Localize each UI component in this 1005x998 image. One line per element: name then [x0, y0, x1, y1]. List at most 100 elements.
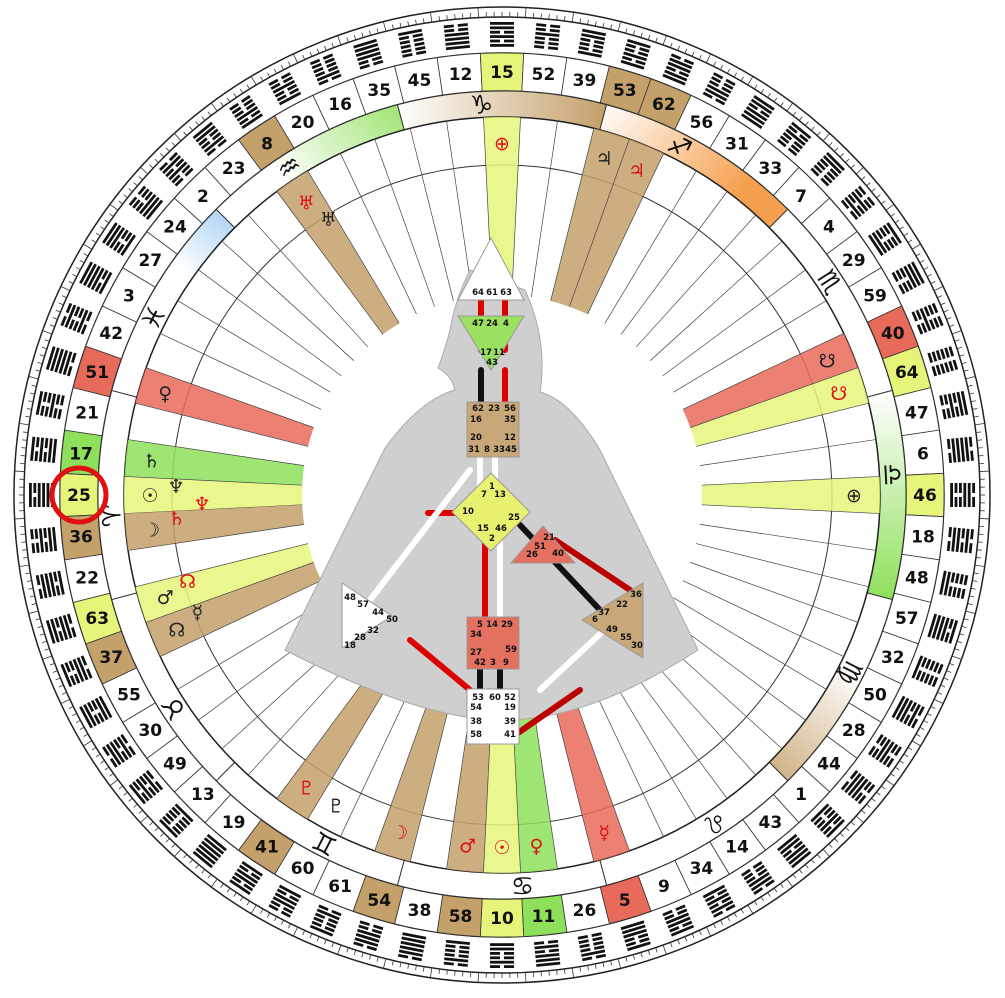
- degree-tick: [83, 253, 89, 257]
- degree-tick: [123, 791, 128, 796]
- spoke-band-25: [123, 476, 303, 514]
- degree-tick: [49, 663, 55, 666]
- degree-tick: [31, 384, 37, 387]
- gate-number: 4: [823, 218, 835, 238]
- center-gate-number: 38: [470, 717, 482, 727]
- degree-tick: [399, 962, 402, 968]
- degree-tick: [273, 68, 278, 74]
- degree-tick: [876, 791, 881, 796]
- degree-tick: [91, 239, 97, 243]
- degree-tick: [816, 854, 821, 859]
- center-gate-number: 25: [508, 513, 520, 523]
- degree-tick: [647, 35, 651, 41]
- degree-tick: [39, 354, 45, 357]
- degree-tick: [361, 32, 364, 38]
- degree-tick: [55, 677, 61, 681]
- degree-tick: [42, 330, 53, 335]
- degree-tick: [754, 900, 758, 906]
- hexagram-icon: [577, 932, 607, 962]
- degree-tick: [316, 48, 320, 54]
- gate-number: 18: [911, 527, 935, 547]
- degree-tick: [970, 587, 976, 590]
- degree-tick: [866, 182, 871, 187]
- spoke-band-40: [682, 333, 858, 428]
- gate-number: 21: [75, 403, 99, 423]
- center-gate-number: 11: [493, 348, 505, 358]
- center-gate-number: 43: [486, 358, 498, 368]
- gate-number: 63: [85, 609, 109, 629]
- degree-tick: [963, 369, 969, 372]
- gate-number: 30: [138, 721, 162, 741]
- gate-number: 61: [328, 877, 352, 897]
- center-gate-number: 36: [630, 590, 642, 600]
- center-gate-number: 4: [503, 319, 509, 329]
- center-gate-number: 23: [488, 404, 500, 414]
- center-gate-number: 51: [534, 542, 546, 552]
- degree-tick: [890, 773, 895, 777]
- spoke-band-41: [276, 655, 400, 820]
- degree-tick: [220, 883, 224, 888]
- degree-tick: [160, 153, 165, 158]
- center-gate-number: 55: [620, 633, 632, 643]
- degree-tick: [302, 930, 306, 936]
- zodiac-glyph: ♑: [469, 90, 494, 121]
- center-gate-number: 47: [472, 319, 484, 329]
- degree-tick: [154, 827, 159, 832]
- degree-tick: [885, 779, 895, 787]
- degree-tick: [75, 266, 81, 271]
- hexagram-icon: [192, 121, 227, 157]
- degree-tick: [55, 309, 61, 313]
- degree-tick: [861, 809, 866, 814]
- degree-tick: [845, 158, 850, 163]
- degree-tick: [587, 965, 589, 971]
- center-gate-number: 13: [494, 490, 506, 500]
- center-gate-number: 49: [606, 625, 618, 635]
- degree-tick: [337, 944, 342, 955]
- hexagram-icon: [911, 655, 944, 688]
- degree-tick: [822, 848, 831, 857]
- degree-tick: [587, 19, 589, 25]
- spoke-band-64: [690, 367, 869, 447]
- hexagram-icon: [443, 23, 471, 51]
- hexagram-icon: [939, 570, 969, 600]
- hexagram-icon: [533, 939, 561, 967]
- center-gate-number: 63: [500, 288, 512, 298]
- degree-tick: [965, 376, 976, 380]
- degree-tick: [407, 21, 410, 27]
- gate-number: 42: [99, 324, 123, 344]
- hexagram-icon: [810, 803, 845, 838]
- degree-tick: [880, 785, 886, 790]
- degree-tick: [207, 873, 212, 879]
- degree-tick: [733, 912, 737, 918]
- degree-tick: [655, 947, 658, 953]
- planet-glyph: ☽: [143, 520, 160, 542]
- hexagram-icon: [867, 734, 902, 768]
- hexagram-icon: [192, 833, 227, 869]
- degree-tick: [632, 954, 636, 960]
- center-gate-number: 32: [367, 626, 379, 636]
- degree-tick: [855, 166, 864, 175]
- degree-tick: [201, 116, 206, 121]
- gate-number: 52: [532, 65, 556, 85]
- degree-tick: [165, 147, 170, 152]
- degree-tick: [698, 54, 702, 60]
- degree-tick: [571, 967, 575, 978]
- degree-tick: [726, 68, 731, 74]
- degree-tick: [292, 926, 298, 937]
- degree-tick: [35, 618, 41, 621]
- degree-tick: [662, 944, 667, 955]
- hexagram-icon: [397, 28, 427, 58]
- degree-tick: [100, 760, 105, 764]
- degree-tick: [963, 618, 969, 621]
- center-gate-number: 48: [344, 593, 356, 603]
- hexagram-icon: [30, 526, 58, 554]
- degree-tick: [109, 203, 119, 211]
- degree-tick: [422, 18, 425, 24]
- center-gate-number: 20: [470, 433, 482, 443]
- gate-number: 24: [163, 218, 187, 238]
- degree-tick: [128, 188, 133, 193]
- degree-tick: [940, 684, 946, 688]
- degree-tick: [726, 916, 731, 922]
- center-gate-number: 3: [490, 658, 496, 668]
